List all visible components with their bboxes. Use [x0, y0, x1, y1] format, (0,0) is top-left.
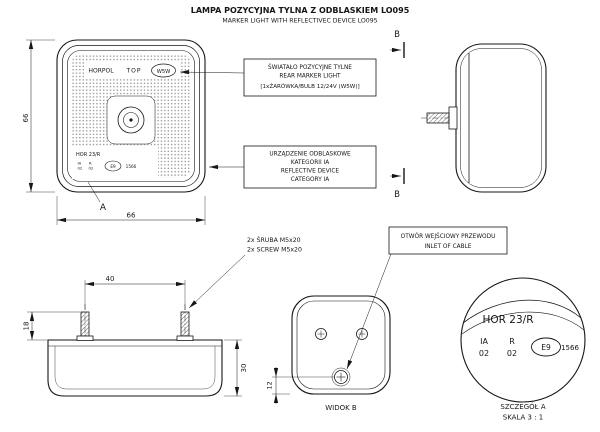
approval-number-large: 1566: [561, 344, 579, 352]
side-view: [421, 43, 547, 193]
callout-screws-line2: 2x SCREW M5x20: [247, 247, 302, 254]
title-line2: MARKER LIGHT WITH REFLECTIVEC DEVICE LO0…: [222, 18, 377, 25]
callout-cable-inlet: OTWÓR WEJŚCIOWY PRZEWODU INLET OF CABLE: [346, 226, 508, 370]
marking-num1-small: 02: [78, 166, 83, 171]
callout-cable-line2: INLET OF CABLE: [425, 244, 472, 250]
detail-ref-label: A: [100, 203, 107, 213]
cable-inlet-screw: [334, 370, 348, 384]
callout-reflective-box: [243, 145, 377, 189]
dim-stud-height: 18: [23, 311, 80, 341]
dim-stud-spacing: 40: [84, 275, 186, 310]
dim-cable-inlet: 12: [266, 367, 334, 404]
dim-value-stud-height: 18: [23, 322, 31, 331]
approval-marking-small: HOR 23/R IA 02 R 02 E9 1566: [76, 152, 137, 172]
marking-num2-large: 02: [507, 349, 517, 358]
marking-num1-large: 02: [479, 349, 489, 358]
mounting-bolt-base: [448, 106, 458, 130]
back-view-label: WIDOK B: [325, 404, 357, 412]
e-mark-large: E9: [541, 343, 551, 352]
mounting-stud-left-base: [76, 335, 94, 341]
marking-type-small: HOR 23/R: [76, 152, 101, 158]
marking-cat2-large: R: [509, 337, 515, 346]
dim-value-body-height: 30: [240, 364, 248, 373]
callout-screws: 2x ŚRUBA M5x20 2x SCREW M5x20: [188, 235, 302, 309]
callout-rear-light-box: [243, 58, 377, 97]
callout-reflective-line1: URZĄDZENIE ODBLASKOWE: [269, 152, 351, 158]
bottom-view: [47, 304, 223, 397]
dim-value-front-width: 66: [127, 212, 136, 220]
marking-cat1-small: IA: [78, 161, 82, 166]
back-view: WIDOK B: [291, 295, 391, 412]
marking-cat1-large: IA: [480, 337, 488, 346]
callout-reflective-device: URZĄDZENIE ODBLASKOWE KATEGORII IA REFLE…: [209, 145, 377, 189]
dim-front-height: 66: [22, 39, 55, 193]
dim-front-width: 66: [56, 196, 206, 225]
callout-rear-light-line2: REAR MARKER LIGHT: [279, 74, 341, 80]
dim-value-cable-inlet: 12: [266, 381, 274, 389]
mounting-bolt-shaft: [426, 112, 450, 124]
bulb-type-oval: [151, 63, 176, 78]
front-view: HORPOL TOP W5W HOR 23/R IA 02 R 02 E9 15…: [56, 39, 206, 213]
callout-reflective-line2: KATEGORII IA: [291, 160, 329, 166]
callout-cable-line1: OTWÓR WEJŚCIOWY PRZEWODU: [401, 233, 496, 240]
bulb-type-label: W5W: [157, 69, 171, 75]
callout-screws-line1: 2x ŚRUBA M5x20: [247, 235, 301, 244]
view-b-label-top: B: [394, 30, 400, 40]
bottom-view-body: [47, 339, 223, 397]
title-line1: LAMPA POZYCYJNA TYLNA Z ODBLASKIEM LO095: [191, 6, 410, 15]
mounting-stud-right-base: [176, 335, 194, 341]
dim-value-stud-spacing: 40: [106, 275, 115, 283]
callout-reflective-line3: REFLECTIVE DEVICE: [281, 169, 340, 175]
view-arrow-b-bottom: B: [390, 168, 405, 200]
callout-reflective-line4: CATEGORY IA: [291, 177, 330, 183]
detail-scale-label: SKALA 3 : 1: [503, 414, 544, 422]
callout-rear-light-line1: ŚWIATAŁO POZYCYJNE TYLNE: [268, 64, 352, 71]
drawing-title: LAMPA POZYCYJNA TYLNA Z ODBLASKIEM LO095…: [191, 6, 410, 25]
side-view-housing: [455, 43, 547, 193]
detail-circle: [460, 277, 586, 403]
detail-label: SZCZEGÓŁ A: [500, 402, 545, 411]
detail-view: HOR 23/R IA 02 R 02 E9 1566 SZCZEGÓŁ A S…: [460, 277, 586, 422]
marking-cat2-small: R: [89, 161, 92, 166]
view-arrow-b-top: B: [390, 30, 405, 58]
mounting-stud-right: [180, 311, 190, 337]
callout-rear-light: ŚWIATAŁO POZYCYJNE TYLNE REAR MARKER LIG…: [179, 58, 377, 97]
mount-hole-right: [356, 328, 368, 340]
top-orientation-label: TOP: [125, 68, 141, 75]
view-b-label-bottom: B: [394, 190, 400, 200]
e-mark-small: E9: [110, 164, 116, 169]
callout-rear-light-line3: [1xŻARÓWKA/BULB 12/24V (W5W)]: [260, 83, 359, 90]
mounting-stud-left: [80, 311, 90, 337]
approval-number-small: 1566: [126, 164, 137, 169]
e-mark-oval-large: [531, 337, 561, 357]
dim-body-height: 30: [224, 339, 248, 397]
dim-value-front-height: 66: [22, 113, 30, 122]
brand-label: HORPOL: [88, 68, 114, 75]
e-mark-oval-small: [104, 160, 122, 172]
callout-cable-box: [388, 226, 508, 255]
mount-hole-left: [315, 328, 327, 340]
marking-type-large: HOR 23/R: [483, 314, 534, 326]
marking-num2-small: 02: [89, 166, 94, 171]
